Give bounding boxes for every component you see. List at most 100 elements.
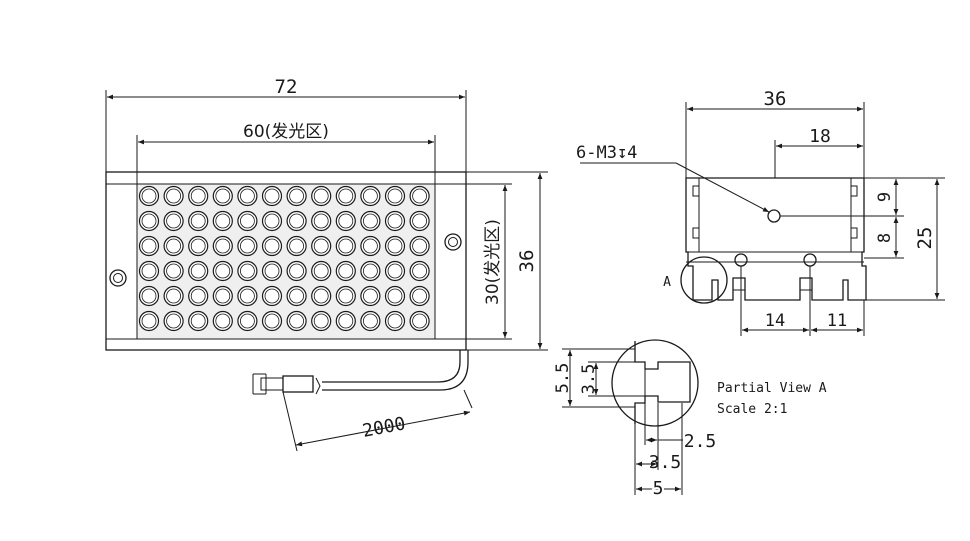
dim-side-width: 36 <box>685 88 865 178</box>
led <box>261 285 283 307</box>
led <box>163 185 184 207</box>
led <box>335 260 356 282</box>
led <box>360 285 381 307</box>
dim-14-label: 14 <box>765 311 785 331</box>
dim-overall-height: 36 <box>466 171 548 351</box>
led <box>212 260 233 282</box>
detail-caption-title: Partial View A <box>717 381 827 396</box>
dim-72-label: 72 <box>275 76 298 98</box>
dim-8-label: 8 <box>875 233 895 243</box>
led <box>237 185 258 207</box>
led <box>286 260 307 282</box>
dim-bottom-14-11: 14 11 <box>740 266 865 336</box>
thread-callout-label: 6-M3↧4 <box>576 143 637 163</box>
led <box>163 260 184 282</box>
led <box>138 185 160 207</box>
led <box>384 310 406 332</box>
led <box>311 285 332 307</box>
led <box>188 310 209 332</box>
led <box>286 210 307 232</box>
led <box>138 285 160 307</box>
led <box>188 285 209 307</box>
led <box>237 235 258 257</box>
led <box>212 310 233 332</box>
light-body-outline <box>105 171 467 351</box>
detail-view-a: 5.5 3.5 2.5 3.5 5 Partial View A Scale 2… <box>553 339 827 501</box>
side-profile-outline <box>685 177 867 301</box>
dim-2000-label: 2000 <box>361 413 408 442</box>
led <box>360 185 381 207</box>
dim-11-label: 11 <box>827 311 847 331</box>
led <box>360 310 381 332</box>
led <box>409 260 430 282</box>
led <box>360 235 381 257</box>
dim-60-label: 60(发光区) <box>243 122 329 142</box>
led <box>335 310 356 332</box>
led <box>237 310 258 332</box>
led <box>163 285 184 307</box>
dim-emitting-height: 30(发光区) <box>435 183 512 340</box>
led <box>409 210 430 232</box>
led <box>261 185 283 207</box>
led <box>409 310 430 332</box>
front-view: 72 60(发光区) 30(发光区) 36 2000 <box>105 76 548 452</box>
dim-3-5-horizontal-label: 3.5 <box>649 452 682 473</box>
side-hole-left <box>734 253 748 267</box>
led <box>138 235 160 257</box>
led <box>237 285 258 307</box>
led <box>138 210 160 232</box>
led <box>237 210 258 232</box>
led <box>188 185 209 207</box>
led <box>384 260 406 282</box>
led <box>311 210 332 232</box>
led <box>286 185 307 207</box>
led <box>409 185 430 207</box>
dim-5-label: 5 <box>653 478 664 499</box>
led <box>212 185 233 207</box>
detail-circle <box>611 339 699 427</box>
led <box>286 310 307 332</box>
led <box>335 185 356 207</box>
cable <box>252 350 469 395</box>
led <box>384 185 406 207</box>
led <box>384 235 406 257</box>
view-a-marker-circle <box>680 256 728 304</box>
dim-emitting-width: 60(发光区) <box>136 122 436 184</box>
led <box>261 210 283 232</box>
dim-2-5-label: 2.5 <box>684 431 717 452</box>
right-mounting-screw <box>444 233 462 251</box>
led <box>335 285 356 307</box>
side-view: A 6-M3↧4 36 18 9 8 <box>576 88 945 336</box>
led <box>335 235 356 257</box>
led <box>311 260 332 282</box>
led <box>261 260 283 282</box>
dim-side-36-label: 36 <box>764 88 787 110</box>
dim-overall-width: 72 <box>105 76 467 172</box>
led <box>360 210 381 232</box>
led-grid <box>138 185 430 332</box>
dim-vertical-9-8: 9 8 <box>780 177 904 259</box>
detail-profile <box>634 341 691 424</box>
led <box>163 235 184 257</box>
detail-caption-scale: Scale 2:1 <box>717 402 787 417</box>
view-a-label: A <box>663 275 671 290</box>
left-mounting-screw <box>109 269 127 287</box>
led <box>311 185 332 207</box>
led <box>261 235 283 257</box>
led <box>360 260 381 282</box>
led <box>188 235 209 257</box>
led <box>261 310 283 332</box>
led <box>212 210 233 232</box>
led <box>212 285 233 307</box>
led <box>286 235 307 257</box>
led <box>237 260 258 282</box>
led <box>138 310 160 332</box>
led <box>138 260 160 282</box>
led <box>286 285 307 307</box>
led <box>384 285 406 307</box>
led <box>409 285 430 307</box>
side-hole-right <box>803 253 817 267</box>
led <box>212 235 233 257</box>
led <box>335 210 356 232</box>
